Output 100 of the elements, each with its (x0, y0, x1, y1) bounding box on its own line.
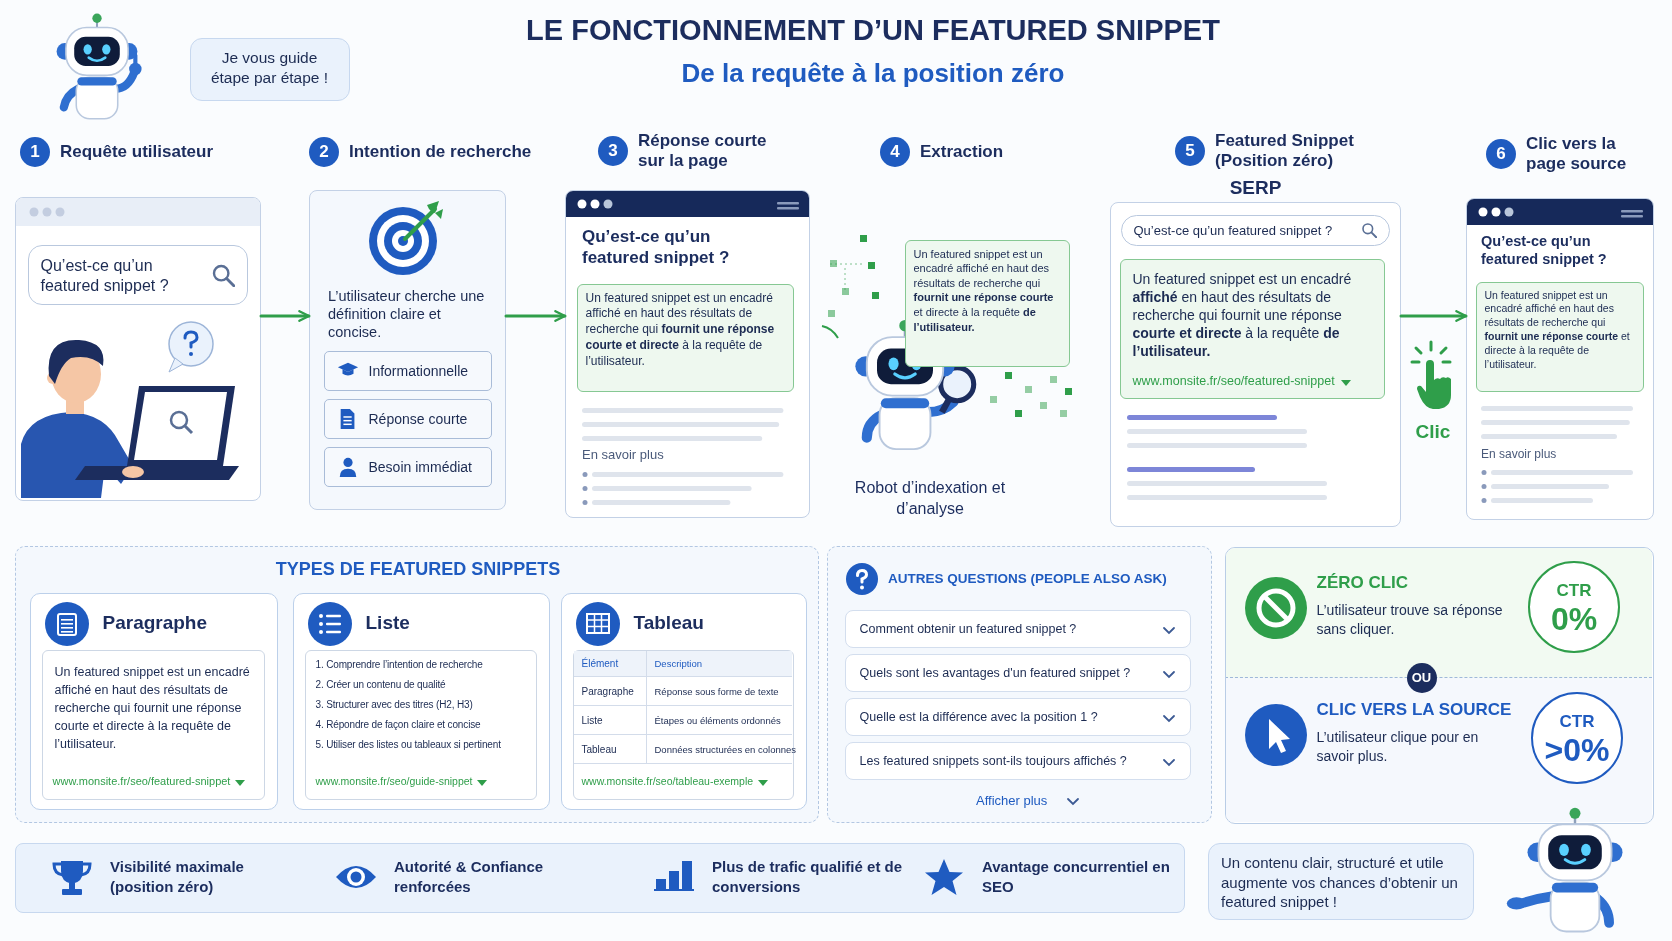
featured-snippet-box (1119, 258, 1385, 399)
snippet-text: Un featured snippet est un encadré affiché en haut des résultats de recherche qui fournit une réponse courte et directe à la requête de l’utilisateur. (1132, 269, 1353, 361)
url-text: www.monsite.fr/seo/guide-snippet (315, 774, 473, 787)
question-row (844, 741, 1191, 780)
benefit-text: Visibilité maximale (position zéro) (110, 857, 245, 896)
step-heading: Clic vers la page source (1526, 134, 1628, 175)
search-bar (1120, 214, 1390, 246)
step-heading: Réponse courte sur la page (638, 131, 768, 172)
snippet-box (576, 283, 794, 392)
ctr-value: 0% (1549, 601, 1599, 638)
benefit-text: Autorité & Confiance renforcées (394, 857, 545, 896)
ctr-label: CTR (1558, 712, 1596, 732)
question-text: Comment obtenir un featured snippet ? (859, 621, 1077, 636)
arrow (1399, 310, 1468, 322)
url-text: www.monsite.fr/seo/featured-snippet (1132, 373, 1335, 388)
intent-description: L’utilisateur cherche une définition claire et concise. (328, 287, 486, 342)
search-bar (27, 244, 248, 305)
tag-label: Réponse courte (368, 410, 468, 427)
outcome-heading: CLIC VERS LA SOURCE (1316, 699, 1513, 720)
snippet-type-card (29, 592, 278, 810)
intent-panel (309, 190, 506, 510)
bubble-text: Je vous guide étape par étape ! (209, 48, 330, 89)
browser-window (15, 197, 261, 501)
speech-bubble (190, 38, 350, 101)
benefit-text: Avantage concurrentiel en SEO (982, 857, 1171, 896)
snippet-text: Un featured snippet est un encadré affiché en haut des résultats de recherche qui fournit une réponse courte et directe à la requête de l’utilisateur. (913, 246, 1055, 335)
table-header-cell: Élément (573, 650, 646, 677)
benefit-text: Plus de trafic qualifié et de conversions (712, 857, 904, 896)
table-cell: Paragraphe (573, 676, 646, 706)
intent-tag (323, 398, 492, 439)
table-cell: Tableau (573, 734, 646, 764)
benefits-bar (15, 843, 1185, 913)
serp-window (1110, 202, 1401, 527)
panel-heading: TYPES DE FEATURED SNIPPETS (274, 559, 562, 580)
step-number-badge: 4 (880, 137, 910, 167)
question-text: Quelle est la différence avec la position 1 ? (859, 709, 1098, 724)
question-row (844, 697, 1191, 736)
arrow (504, 310, 567, 322)
list-item: 1. Comprendre l’intention de recherche (315, 658, 484, 670)
ctr-value: >0% (1543, 732, 1611, 769)
snippet-types-panel (15, 546, 819, 823)
web-page-window (565, 190, 810, 518)
card-title: Tableau (633, 611, 704, 634)
question-row (844, 609, 1191, 648)
step-heading: Requête utilisateur (60, 141, 214, 163)
snippet-text: Un featured snippet est un encadré affiché en haut des résultats de recherche qui fournit une réponse courte et directe à la requête de l’utilisateur. (1484, 288, 1631, 373)
url-text: www.monsite.fr/seo/featured-snippet (52, 774, 231, 787)
diagram-title: LE FONCTIONNEMENT D’UN FEATURED SNIPPET (525, 14, 1221, 47)
outcome-description: L’utilisateur trouve sa réponse sans cliquer. (1316, 600, 1504, 640)
section-link: En savoir plus (582, 447, 664, 462)
list-item: 3. Structurer avec des titres (H2, H3) (315, 698, 474, 710)
intent-tag (323, 350, 492, 391)
step-number-badge: 5 (1175, 136, 1205, 167)
step-heading: Featured Snippet (Position zéro) (1215, 131, 1355, 172)
ctr-label: CTR (1555, 581, 1593, 601)
bubble-text: Un contenu clair, structuré et utile augmente vos chances d’obtenir un featured snippet ! (1221, 853, 1459, 912)
subtitle: De la requête à la position zéro (680, 58, 1066, 89)
outcome-heading: ZÉRO CLIC (1316, 572, 1410, 593)
snippet-box (1475, 281, 1644, 392)
card-title: Paragraphe (102, 611, 208, 634)
intent-tag (323, 446, 492, 487)
search-query: Qu’est-ce qu’un featured snippet ? (40, 255, 170, 296)
extracted-snippet-bubble (904, 239, 1070, 367)
table-cell: Réponse sous forme de texte (645, 676, 792, 706)
speech-bubble (1208, 843, 1474, 920)
list-item: 4. Répondre de façon claire et concise (315, 718, 482, 730)
click-label: Clic (1414, 421, 1452, 443)
snippet-type-card (292, 592, 550, 810)
step-heading: Extraction (920, 141, 1004, 163)
robot-caption: Robot d’indexation et d’analyse (853, 478, 1007, 519)
question-text: Les featured snippets sont-ils toujours affichés ? (859, 753, 1127, 768)
page-heading: Qu’est-ce qu’un featured snippet ? (582, 227, 731, 269)
list-item: 5. Utiliser des listes ou tableaux si pertinent (315, 738, 502, 750)
table-header-cell: Description (645, 650, 792, 677)
list-item: 2. Créer un contenu de qualité (315, 678, 447, 690)
snippet-text: Un featured snippet est un encadré affiché en haut des résultats de recherche qui fournit une réponse courte et directe à la requête de l’utilisateur. (585, 290, 776, 371)
step-number-badge: 3 (598, 136, 628, 167)
url-text: www.monsite.fr/seo/tableau-exemple (581, 774, 754, 787)
question-text: Quels sont les avantages d'un featured snippet ? (859, 665, 1131, 680)
section-link: En savoir plus (1481, 447, 1557, 461)
snippet-text: Un featured snippet est un encadré affiché en haut des résultats de recherche qui fournit une réponse courte et directe à la requête de l’utilisateur. (54, 663, 251, 753)
search-query: Qu’est-ce qu’un featured snippet ? (1133, 222, 1334, 239)
tag-label: Besoin immédiat (368, 458, 472, 475)
show-more-link: Afficher plus (976, 793, 1048, 808)
outcome-description: L’utilisateur clique pour en savoir plus. (1316, 727, 1480, 767)
serp-heading: SERP (1228, 177, 1283, 199)
step-number-badge: 6 (1486, 139, 1516, 170)
tag-label: Informationnelle (368, 362, 469, 379)
table-cell: Étapes ou éléments ordonnés (645, 705, 792, 735)
snippet-type-card (560, 592, 807, 810)
step-number-badge: 2 (309, 137, 339, 167)
question-row (844, 653, 1191, 692)
card-title: Liste (365, 611, 410, 634)
step-heading: Intention de recherche (349, 141, 532, 163)
page-heading: Qu’est-ce qu’un featured snippet ? (1481, 233, 1608, 269)
outcome-panel (1225, 547, 1654, 824)
table-cell: Liste (573, 705, 646, 735)
people-also-ask-panel (827, 546, 1212, 823)
arrow (259, 310, 311, 322)
web-page-window (1466, 198, 1654, 520)
